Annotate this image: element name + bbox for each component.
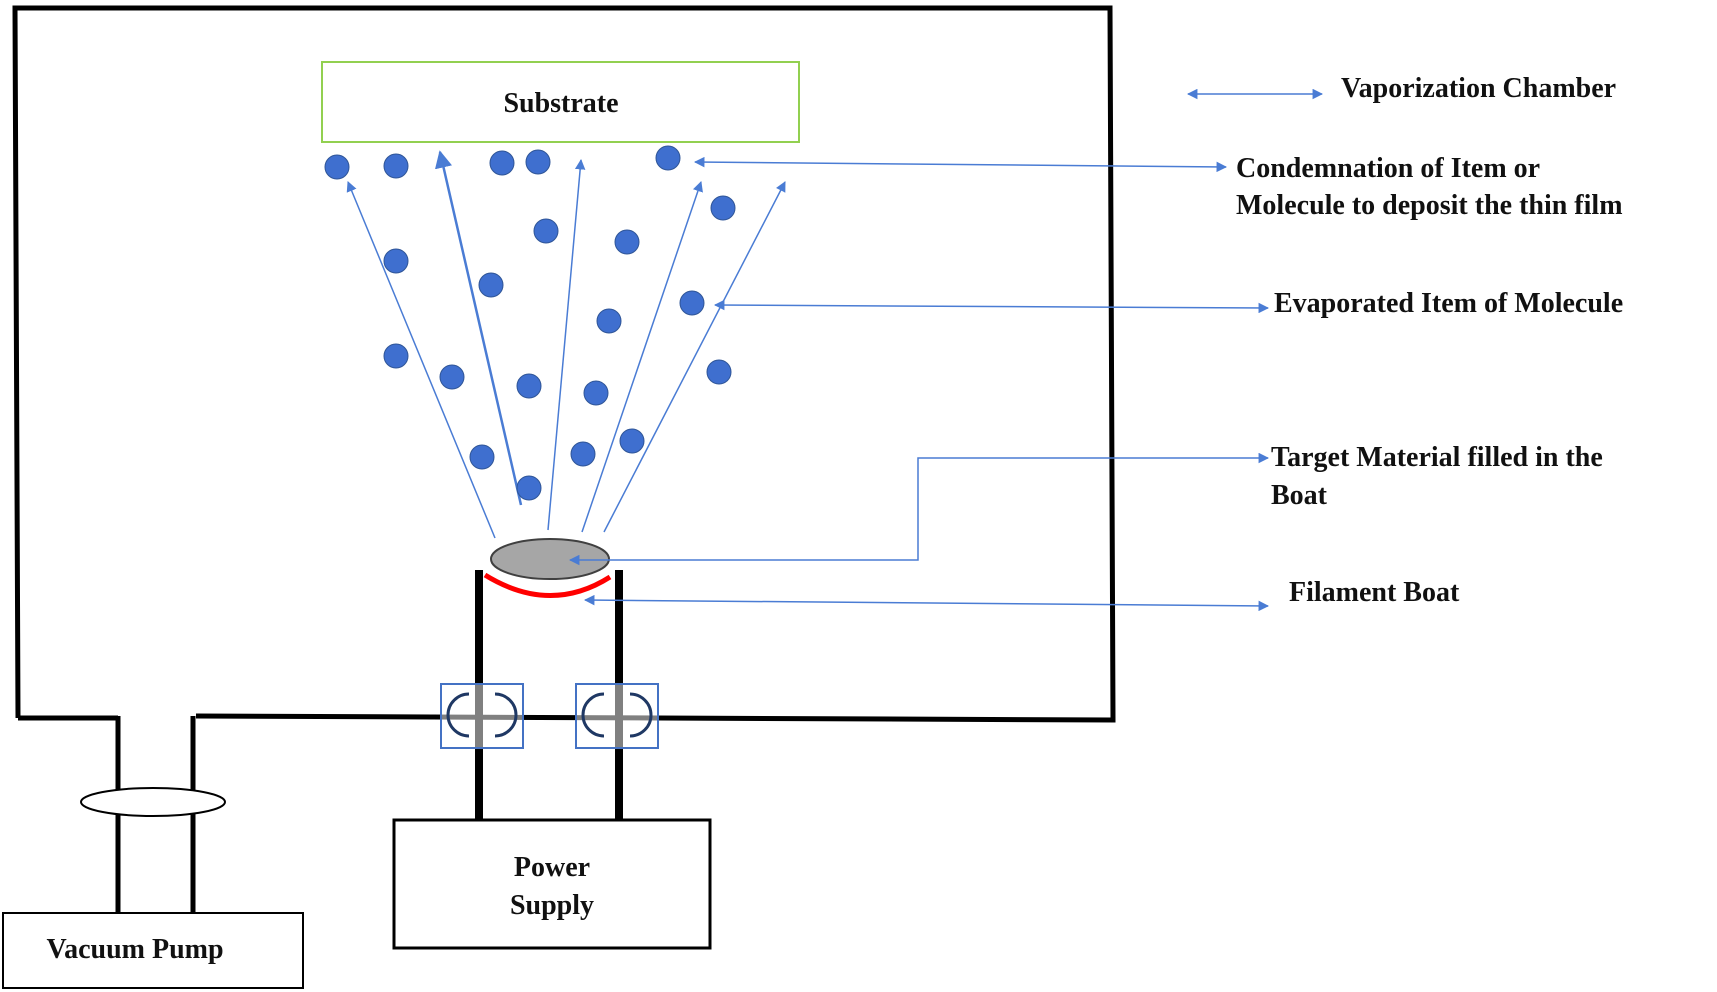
- molecule: [679, 290, 705, 316]
- vaporization-chamber-label: Vaporization Chamber: [1341, 73, 1616, 104]
- substrate-plate: [321, 61, 800, 143]
- power-supply-label-line2: Supply: [510, 890, 594, 921]
- molecule: [706, 359, 732, 385]
- molecules: [324, 145, 736, 501]
- vacuum-pump-label: Vacuum Pump: [46, 934, 223, 965]
- substrate-label: Substrate: [503, 88, 618, 119]
- molecule: [383, 248, 409, 274]
- molecule: [489, 150, 515, 176]
- molecule: [324, 154, 350, 180]
- evaporated-callout-arrow: [713, 299, 1270, 314]
- molecule: [655, 145, 681, 171]
- condensation-callout-arrow: [693, 156, 1228, 173]
- target-material-label-line1: Target Material filled in the: [1271, 442, 1603, 473]
- vaporization-chamber-outline: [12, 5, 1116, 723]
- molecule: [516, 475, 542, 501]
- trajectory-arrow: [346, 181, 496, 539]
- feedthrough-left: [440, 683, 524, 749]
- filament-callout-arrow: [583, 594, 1270, 612]
- trajectory-arrow: [547, 158, 586, 531]
- power-supply-label-line1: Power: [514, 852, 590, 883]
- condensation-label-line2: Molecule to deposit the thin film: [1236, 190, 1623, 221]
- molecule: [525, 149, 551, 175]
- molecule: [614, 229, 640, 255]
- molecule: [478, 272, 504, 298]
- feedthrough-right: [575, 683, 659, 749]
- trajectory-arrow: [581, 181, 703, 533]
- target-callout-arrow: [568, 452, 1270, 566]
- evaporated-label: Evaporated Item of Molecule: [1274, 288, 1623, 319]
- molecule: [469, 444, 495, 470]
- molecule: [583, 380, 609, 406]
- vapor-trajectories: [346, 150, 786, 539]
- power-supply-box: [392, 818, 712, 950]
- molecule: [619, 428, 645, 454]
- molecule: [533, 218, 559, 244]
- callout-arrows: [568, 88, 1324, 612]
- molecule: [439, 364, 465, 390]
- molecule: [516, 373, 542, 399]
- molecule: [570, 441, 596, 467]
- vacuum-pump-box: [2, 912, 304, 989]
- molecule: [596, 308, 622, 334]
- condensation-label-line1: Condemnation of Item or: [1236, 153, 1540, 184]
- filament-boat-label: Filament Boat: [1289, 577, 1460, 608]
- target-material: [490, 538, 610, 580]
- vacuum-valve: [80, 787, 226, 817]
- target-material-label-line2: Boat: [1271, 480, 1328, 511]
- molecule: [383, 153, 409, 179]
- trajectory-arrow: [434, 150, 523, 506]
- molecule: [383, 343, 409, 369]
- molecule: [710, 195, 736, 221]
- filament-boat: [483, 572, 612, 598]
